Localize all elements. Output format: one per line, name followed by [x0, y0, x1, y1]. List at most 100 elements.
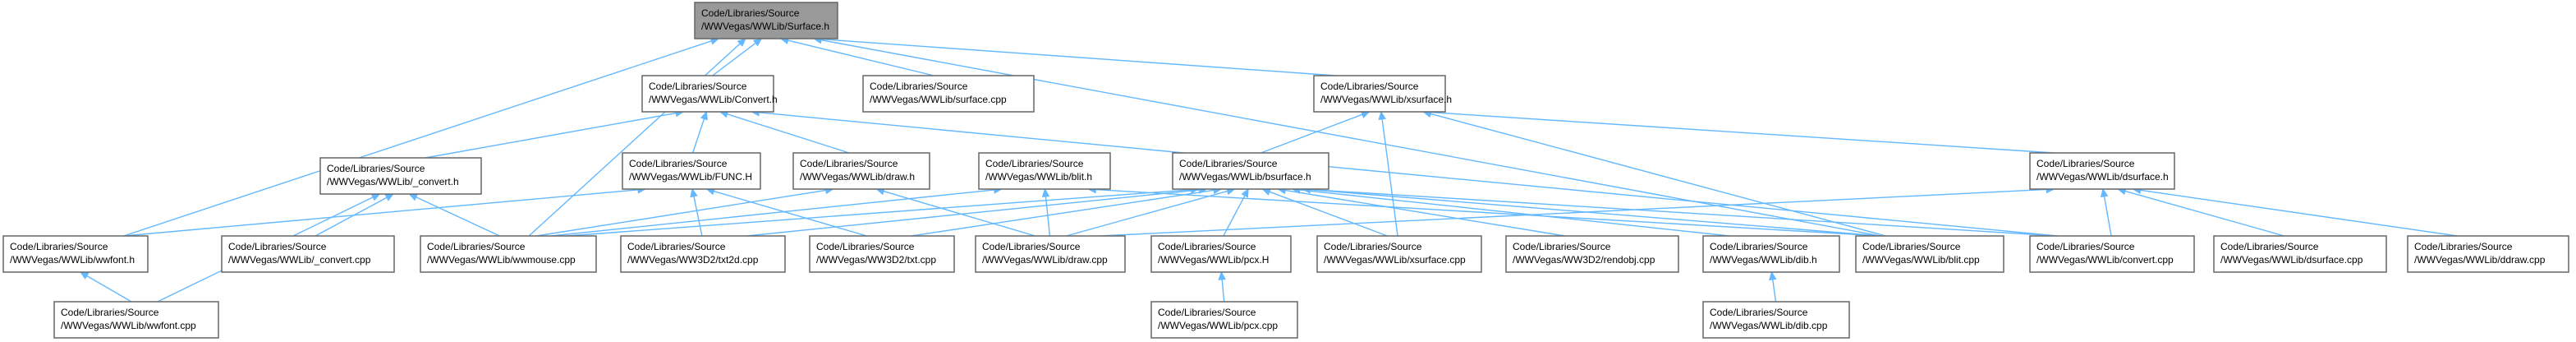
edge-line — [712, 42, 756, 76]
edge-line — [1269, 191, 1388, 237]
node-label-line2: /WWVegas/WWLib/_convert.h — [327, 176, 459, 187]
node-dsurface-h[interactable]: Code/Libraries/Source/WWVegas/WWLib/dsur… — [2029, 152, 2175, 190]
node-wwmouse-cpp[interactable]: Code/Libraries/Source/WWVegas/WWLib/wwmo… — [420, 235, 597, 273]
edge-line — [759, 112, 2058, 237]
edge-arrowhead — [408, 193, 419, 201]
node-dsurface-cpp[interactable]: Code/Libraries/Source/WWVegas/WWLib/dsur… — [2213, 235, 2387, 273]
edge-line — [1772, 279, 1777, 303]
node-box — [53, 301, 219, 339]
node-label-line2: /WWVegas/WWLib/dib.cpp — [1710, 320, 1828, 331]
node-label-line1: Code/Libraries/Source — [327, 163, 425, 174]
node-ddraw-cpp[interactable]: Code/Libraries/Source/WWVegas/WWLib/ddra… — [2407, 235, 2569, 273]
node-label-line2: /WWVegas/WW3D2/txt.cpp — [816, 254, 936, 266]
node-pcx-h[interactable]: Code/Libraries/Source/WWVegas/WWLib/pcx.… — [1150, 235, 1292, 273]
node-box — [1150, 301, 1298, 339]
node-xsurface-cpp[interactable]: Code/Libraries/Source/WWVegas/WWLib/xsur… — [1316, 235, 1482, 273]
edge-line — [1299, 189, 1730, 237]
edge-line — [315, 196, 388, 237]
edge-xsurface-cpp-to-bsurface-h — [1261, 187, 1388, 237]
node-txt2d-cpp[interactable]: Code/Libraries/Source/WWVegas/WW3D2/txt2… — [620, 235, 786, 273]
edge-dib-cpp-to-dib-h — [1769, 270, 1777, 303]
node-surface-h[interactable]: Code/Libraries/Source/WWVegas/WWLib/Surf… — [694, 2, 838, 39]
node-label-line2: /WWVegas/WWLib/blit.h — [985, 171, 1092, 183]
edge-line — [1100, 188, 2047, 237]
edge-arrowhead — [79, 271, 90, 280]
node-box — [975, 235, 1126, 273]
edge-line — [1066, 190, 1228, 237]
edge-line — [714, 190, 867, 237]
node-box — [2029, 235, 2195, 273]
node-label-line2: /WWVegas/WWLib/_convert.cpp — [228, 254, 371, 266]
node-label-line2: /WWVegas/WWLib/convert.cpp — [2036, 254, 2174, 266]
node-box — [1316, 235, 1482, 273]
node-label-line2: /WWVegas/WWLib/xsurface.h — [1320, 94, 1452, 105]
node-txt-cpp[interactable]: Code/Libraries/Source/WWVegas/WW3D2/txt.… — [809, 235, 955, 273]
node-convert-cpp[interactable]: Code/Libraries/Source/WWVegas/WWLib/conv… — [2029, 235, 2195, 273]
node-draw-h[interactable]: Code/Libraries/Source/WWVegas/WWLib/draw… — [792, 152, 930, 190]
node-draw-cpp[interactable]: Code/Libraries/Source/WWVegas/WWLib/draw… — [975, 235, 1126, 273]
node-xsurface-h[interactable]: Code/Libraries/Source/WWVegas/WWLib/xsur… — [1313, 75, 1452, 113]
edge-line — [1310, 189, 1881, 237]
edge-line — [1430, 113, 1886, 237]
edge-arrowhead — [384, 193, 395, 201]
edge-line — [787, 39, 934, 76]
edge-xsurface-cpp-to-xsurface-h — [1378, 110, 1398, 237]
node-label-line2: /WWVegas/WWLib/Convert.h — [649, 94, 778, 105]
edge-ddraw-cpp-to-dsurface-h — [2132, 186, 2458, 237]
node-box — [1855, 235, 2004, 273]
edge-bsurface-h-to-xsurface-h — [1260, 110, 1371, 154]
node-label-line2: /WWVegas/WWLib/blit.cpp — [1862, 254, 1980, 266]
node-rendobj-cpp[interactable]: Code/Libraries/Source/WWVegas/WW3D2/rend… — [1505, 235, 1679, 273]
edge-line — [425, 112, 677, 159]
edge-line — [1221, 279, 1225, 303]
node-label-line2: /WWVegas/WWLib/Surface.h — [701, 21, 829, 32]
node-label-line1: Code/Libraries/Source — [61, 307, 159, 318]
edge-wwmouse-cpp-to-surface-h — [528, 38, 746, 237]
node-bsurface-h[interactable]: Code/Libraries/Source/WWVegas/WWLib/bsur… — [1172, 152, 1329, 190]
edge-arrowhead — [700, 110, 708, 121]
edge-line — [1430, 111, 2055, 154]
node-wwfont-h[interactable]: Code/Libraries/Source/WWVegas/WWLib/wwfo… — [2, 235, 149, 273]
node-label-line1: Code/Libraries/Source — [1158, 307, 1256, 318]
edge-wwfont-cpp-to-wwfont-h — [79, 271, 132, 303]
node-pcx-cpp[interactable]: Code/Libraries/Source/WWVegas/WWLib/pcx.… — [1150, 301, 1298, 339]
node-dib-cpp[interactable]: Code/Libraries/Source/WWVegas/WWLib/dib.… — [1702, 301, 1850, 339]
node-label-line2: /WWVegas/WWLib/pcx.H — [1158, 254, 1269, 266]
edge-draw-cpp-to-blit-h — [1041, 187, 1051, 237]
node-wwfont-cpp[interactable]: Code/Libraries/Source/WWVegas/WWLib/wwfo… — [53, 301, 219, 339]
edge-xsurface-h-to-surface-h — [812, 35, 1336, 76]
node-label-line1: Code/Libraries/Source — [2220, 241, 2319, 252]
node-label-line1: Code/Libraries/Source — [2036, 241, 2135, 252]
node-label-line2: /WWVegas/WWLib/bsurface.h — [1179, 171, 1311, 183]
edge-line — [2103, 196, 2112, 237]
edge-arrowhead — [1041, 187, 1050, 197]
node-label-line1: Code/Libraries/Source — [1710, 241, 1808, 252]
edge-blit-cpp-to-blit-h — [1087, 185, 1881, 237]
node--convert-h[interactable]: Code/Libraries/Source/WWVegas/WWLib/_con… — [319, 157, 482, 195]
edge-arrowhead — [752, 38, 763, 47]
node-fun-h[interactable]: Code/Libraries/Source/WWVegas/WWLib/FUNC… — [622, 152, 761, 190]
node-blit-h[interactable]: Code/Libraries/Source/WWVegas/WWLib/blit… — [978, 152, 1111, 190]
node-label-line1: Code/Libraries/Source — [649, 81, 747, 92]
node-label-line2: /WWVegas/WWLib/dsurface.cpp — [2220, 254, 2363, 266]
edge-line — [551, 189, 994, 237]
node-convert-h[interactable]: Code/Libraries/Source/WWVegas/WWLib/Conv… — [641, 75, 778, 113]
node-dib-h[interactable]: Code/Libraries/Source/WWVegas/WWLib/dib.… — [1702, 235, 1840, 273]
edge-wwmouse-cpp-to-blit-h — [551, 186, 1003, 237]
node-label-line2: /WWVegas/WWLib/wwfont.cpp — [61, 320, 196, 331]
node-box — [1702, 235, 1840, 273]
node-label-line1: Code/Libraries/Source — [2036, 158, 2135, 169]
node--convert-cpp[interactable]: Code/Libraries/Source/WWVegas/WWLib/_con… — [221, 235, 395, 273]
node-label-line1: Code/Libraries/Source — [1513, 241, 1611, 252]
node-label-line2: /WWVegas/WWLib/surface.cpp — [870, 94, 1007, 105]
node-label-line2: /WWVegas/WWLib/wwmouse.cpp — [427, 254, 576, 266]
edge-line — [528, 43, 741, 237]
node-surface-cpp[interactable]: Code/Libraries/Source/WWVegas/WWLib/surf… — [862, 75, 1035, 113]
edge-line — [727, 113, 850, 154]
node-label-line2: /WWVegas/WW3D2/txt2d.cpp — [627, 254, 759, 266]
node-label-line2: /WWVegas/WWLib/FUNC.H — [629, 171, 752, 183]
edge-line — [691, 118, 705, 154]
node-box — [694, 2, 838, 39]
node-blit-cpp[interactable]: Code/Libraries/Source/WWVegas/WWLib/blit… — [1855, 235, 2004, 273]
